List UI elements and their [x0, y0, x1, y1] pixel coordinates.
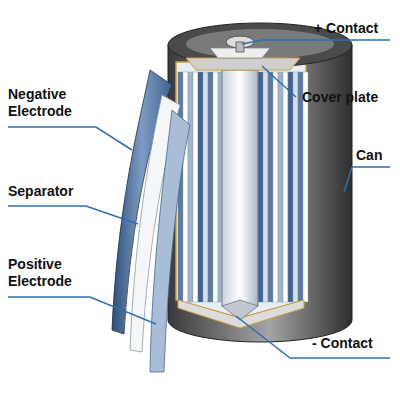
- electrode-strip: [273, 72, 278, 302]
- part-label: Positive Electrode: [8, 256, 94, 290]
- contact-label: + Contact: [314, 20, 394, 37]
- electrode-strip: [263, 72, 268, 302]
- electrode-strip: [183, 72, 188, 302]
- electrode-strip: [283, 72, 288, 302]
- electrode-strip: [198, 72, 203, 302]
- electrode-strip: [288, 72, 293, 302]
- electrode-strip: [188, 72, 193, 302]
- electrode-strip: [208, 72, 213, 302]
- electrode-strip: [298, 72, 303, 302]
- electrode-strip: [203, 72, 208, 302]
- electrode-strip: [293, 72, 298, 302]
- electrode-strip: [303, 72, 308, 302]
- electrode-strip: [278, 72, 283, 302]
- electrode-strip: [213, 72, 218, 302]
- part-label: Can: [356, 147, 396, 164]
- part-label: Cover plate: [302, 89, 396, 106]
- part-label: Separator: [8, 183, 94, 200]
- electrode-strip: [268, 72, 273, 302]
- electrode-strip: [193, 72, 198, 302]
- leader-lines: [8, 40, 390, 358]
- part-label: Negative Electrode: [8, 86, 94, 120]
- contact-label: - Contact: [312, 335, 396, 352]
- electrode-strip: [258, 72, 263, 302]
